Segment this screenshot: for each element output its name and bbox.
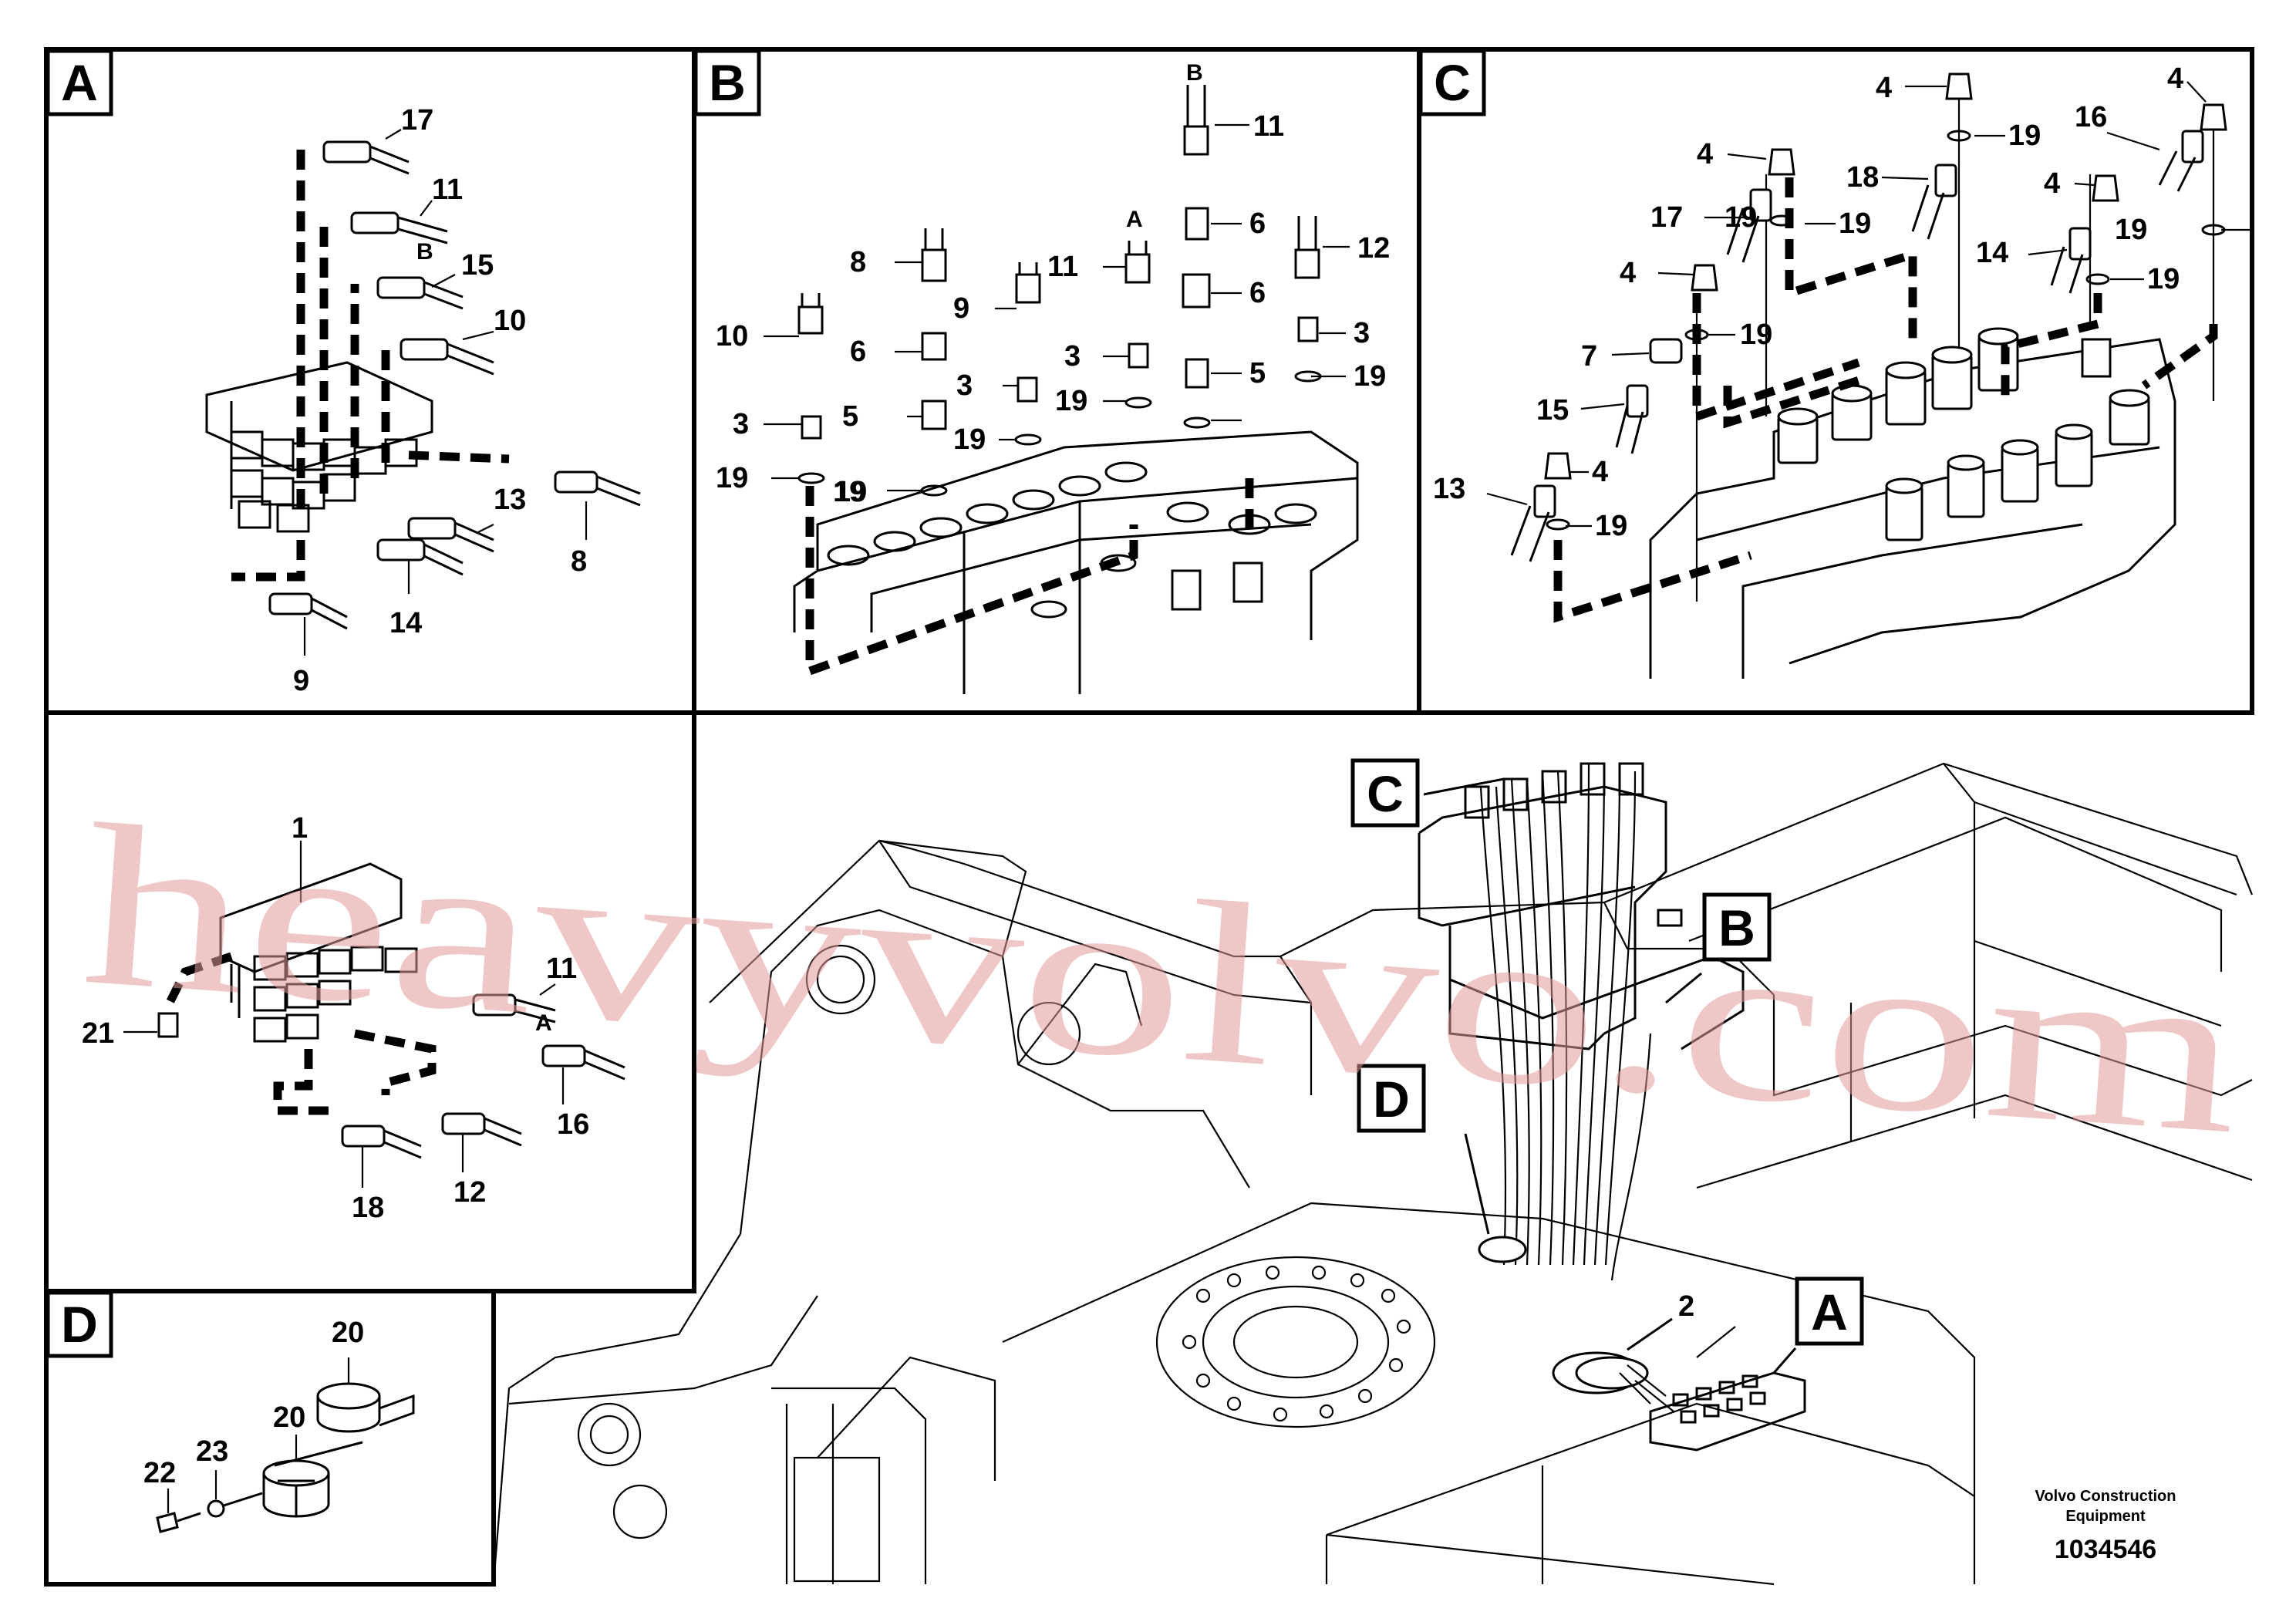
callout-b-6c: 6 [850,336,866,368]
panel-tag-a: A [46,49,113,116]
callout-a-15: 15 [461,249,494,282]
callout-c-19f: 19 [1740,319,1772,351]
callout-b-19a: 19 [1354,360,1386,393]
callout-c-4f: 4 [1592,456,1608,488]
callout-a-17: 17 [401,104,433,137]
letter-b-b: B [1186,60,1203,86]
callout-b-19e: 19 [716,462,748,494]
panel-tag-d: D [46,1290,113,1358]
callout-b-5b: 5 [842,400,858,433]
callout-d-22: 22 [143,1457,176,1489]
panel-tag-d-text: D [61,1296,98,1353]
callout-b-3a: 3 [1354,317,1370,349]
callout-b-6b: 6 [1249,277,1266,309]
callout-c-4b: 4 [1697,138,1713,170]
callout-c-19d: 19 [2115,214,2147,246]
callout-e-12: 12 [453,1176,486,1209]
panel-e-drawing [123,841,625,1188]
overview-tag-b-text: B [1718,899,1755,956]
callout-c-13: 13 [1433,473,1465,505]
callout-c-4a: 4 [1876,72,1892,104]
callout-c-17: 17 [1650,201,1683,234]
panel-b-callouts: B 11 6 6 5 12 3 19 8 6 5 19 9 3 19 A 11 … [716,60,1390,508]
panel-c-callouts: 4 19 4 18 19 17 19 4 16 4 19 14 19 4 19 … [1433,62,2183,542]
callout-b-11a: 11 [1253,110,1284,143]
callout-c-4c: 4 [2167,62,2183,95]
callout-b-19d: 19 [1055,385,1087,417]
callout-c-15: 15 [1536,394,1569,427]
callout-c-19g: 19 [1595,510,1627,542]
callout-e-11: 11 [546,953,577,985]
callout-c-19c: 19 [1725,201,1757,234]
callout-c-19b: 19 [1839,207,1871,240]
callout-a-10: 10 [494,305,526,337]
panel-d-drawing [156,1357,415,1533]
panel-tag-b-text: B [709,54,746,111]
callout-b-3d: 3 [733,408,749,440]
callout-c-7: 7 [1581,340,1597,373]
callout-b-3c: 3 [1064,340,1081,373]
callout-c-19a: 19 [2008,120,2041,152]
callout-c-18: 18 [1846,161,1879,194]
footer: Volvo Construction Equipment 1034546 [2035,1488,2176,1564]
callout-c-16: 16 [2075,101,2107,133]
overview-tag-d: D [1357,1064,1426,1133]
callout-a-14: 14 [389,607,422,639]
callout-c-19e: 19 [2147,263,2180,295]
overview-tag-a-text: A [1811,1283,1848,1340]
panel-d-callouts: 20 20 23 22 [143,1317,364,1489]
callout-d-23: 23 [196,1435,228,1468]
panel-tag-c: C [1418,49,1486,116]
panel-frames [44,47,2254,1587]
letter-a-b: B [416,239,433,265]
callout-e-18: 18 [352,1192,384,1224]
callout-c-4d: 4 [2044,167,2060,200]
callout-e-21: 21 [82,1017,114,1050]
callout-c-14: 14 [1976,237,2008,269]
overview-tag-b: B [1702,892,1772,962]
callout-d-20b: 20 [273,1401,305,1434]
panel-a-callouts: 17 11 B 15 10 13 8 14 9 [293,104,587,697]
panel-c-drawing [1486,73,2252,679]
callout-b-9: 9 [953,292,969,325]
callout-a-11: 11 [432,174,463,206]
callout-e-16: 16 [557,1108,589,1141]
callout-b-8: 8 [850,246,866,278]
brand-line-2: Equipment [2065,1508,2146,1525]
overview-tag-d-text: D [1373,1071,1410,1128]
callout-b-19f: 19 [834,476,867,508]
callout-b-3b: 3 [956,369,973,402]
callout-b-6a: 6 [1249,207,1266,240]
panel-a-drawing [205,129,641,656]
callout-b-11b: 11 [1047,251,1078,283]
callout-overview-2: 2 [1678,1290,1694,1323]
panel-tag-b: B [693,49,761,116]
brand-line-1: Volvo Construction [2035,1488,2176,1505]
panel-tag-c-text: C [1434,54,1471,111]
overview-tag-c: C [1350,758,1420,828]
letter-b-a: A [1126,207,1143,232]
callout-c-4e: 4 [1620,257,1636,289]
callout-a-9: 9 [293,665,309,697]
panel-tag-a-text: A [61,54,98,111]
callout-a-8: 8 [571,545,587,578]
letter-e-a: A [535,1010,552,1036]
overview-drawing: C B D A 2 [492,758,2254,1586]
panel-e-callouts: 1 21 11 A 16 18 12 [82,812,589,1224]
watermark: heavyvolvo.com [76,776,2248,1182]
callout-e-1: 1 [292,812,308,845]
callout-b-10: 10 [716,320,748,352]
document-number: 1034546 [2055,1535,2156,1564]
overview-tag-c-text: C [1367,765,1404,822]
callout-b-5a: 5 [1249,357,1266,389]
callout-b-19c: 19 [953,423,986,456]
callout-d-20a: 20 [332,1317,364,1349]
callout-b-19b: 19 [833,476,865,508]
panel-b-drawing [764,85,1359,694]
callout-b-12: 12 [1357,232,1390,265]
overview-tag-a: A [1795,1276,1864,1346]
callout-a-13: 13 [494,484,526,516]
